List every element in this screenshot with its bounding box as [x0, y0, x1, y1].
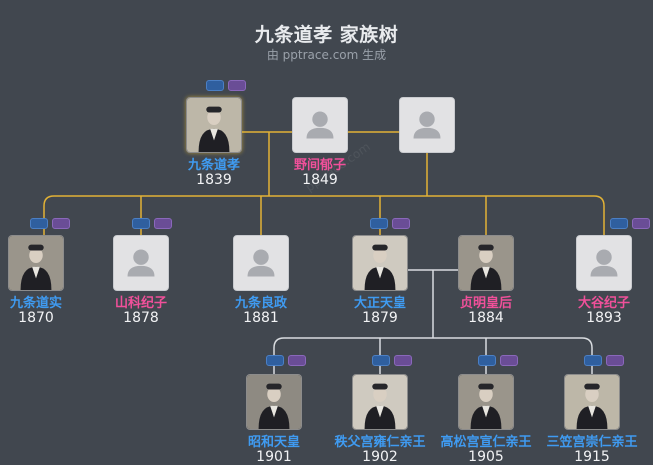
connector-gen2-bar	[273, 337, 593, 349]
portrait-photo	[247, 375, 301, 429]
avatar-placeholder-icon	[234, 236, 288, 290]
expand-parents-button-c4[interactable]	[370, 218, 388, 229]
expand-parents-button-c2[interactable]	[132, 218, 150, 229]
expand-spouses-button-g4[interactable]	[606, 355, 624, 366]
person-year-g2: 1902	[362, 449, 398, 465]
expand-spouses-button-c2[interactable]	[154, 218, 172, 229]
avatar-placeholder-icon	[293, 98, 347, 152]
person-name-c1[interactable]: 九条道实	[9, 296, 62, 311]
person-card-c5[interactable]	[458, 235, 514, 291]
expand-parents-button-g2[interactable]	[372, 355, 390, 366]
portrait-photo	[9, 236, 63, 290]
expand-parents-button-c6[interactable]	[610, 218, 628, 229]
portrait-photo	[565, 375, 619, 429]
person-year-p2: 1849	[302, 172, 338, 188]
person-name-c4[interactable]: 大正天皇	[353, 296, 406, 311]
person-name-g4[interactable]: 三笠宫崇仁亲王	[546, 435, 638, 450]
person-card-c3[interactable]	[233, 235, 289, 291]
person-card-c6[interactable]	[576, 235, 632, 291]
avatar-placeholder-icon	[400, 98, 454, 152]
avatar-placeholder-icon	[114, 236, 168, 290]
portrait-photo	[353, 375, 407, 429]
person-name-p1[interactable]: 九条道孝	[187, 158, 240, 173]
expand-spouses-button-g2[interactable]	[394, 355, 412, 366]
expand-spouses-button-g1[interactable]	[288, 355, 306, 366]
person-year-g4: 1915	[574, 449, 610, 465]
person-card-c4[interactable]	[352, 235, 408, 291]
page-subtitle: 由 pptrace.com 生成	[266, 48, 387, 62]
person-card-p2[interactable]	[292, 97, 348, 153]
person-card-g2[interactable]	[352, 374, 408, 430]
expand-parents-button-g3[interactable]	[478, 355, 496, 366]
person-name-g3[interactable]: 高松宫宣仁亲王	[440, 435, 532, 450]
person-card-c2[interactable]	[113, 235, 169, 291]
person-year-g3: 1905	[468, 449, 504, 465]
person-name-c2[interactable]: 山科纪子	[114, 296, 167, 311]
person-card-p3[interactable]	[399, 97, 455, 153]
person-name-g2[interactable]: 秩父宫雍仁亲王	[334, 435, 426, 450]
person-name-p2[interactable]: 野间郁子	[293, 158, 346, 173]
person-year-g1: 1901	[256, 449, 292, 465]
avatar-placeholder-icon	[577, 236, 631, 290]
person-year-c4: 1879	[362, 310, 398, 326]
expand-parents-button-g1[interactable]	[266, 355, 284, 366]
expand-spouses-button-c1[interactable]	[52, 218, 70, 229]
person-year-c2: 1878	[123, 310, 159, 326]
expand-spouses-button-c4[interactable]	[392, 218, 410, 229]
expand-spouses-button-g3[interactable]	[500, 355, 518, 366]
portrait-photo	[353, 236, 407, 290]
person-name-c6[interactable]: 大谷纪子	[577, 296, 630, 311]
portrait-photo	[459, 375, 513, 429]
person-year-c6: 1893	[586, 310, 622, 326]
page-title: 九条道孝 家族树	[254, 24, 399, 46]
person-year-c1: 1870	[18, 310, 54, 326]
expand-parents-button-g4[interactable]	[584, 355, 602, 366]
portrait-photo	[459, 236, 513, 290]
person-card-g1[interactable]	[246, 374, 302, 430]
expand-spouses-button-c6[interactable]	[632, 218, 650, 229]
person-year-c5: 1884	[468, 310, 504, 326]
person-name-c3[interactable]: 九条良政	[234, 296, 287, 311]
portrait-photo	[187, 98, 241, 152]
person-card-g3[interactable]	[458, 374, 514, 430]
person-card-p1[interactable]	[186, 97, 242, 153]
expand-parents-button-p1[interactable]	[206, 80, 224, 91]
connector-gen1-bar	[43, 195, 605, 207]
expand-spouses-button-p1[interactable]	[228, 80, 246, 91]
person-year-c3: 1881	[243, 310, 279, 326]
person-name-g1[interactable]: 昭和天皇	[247, 435, 300, 450]
expand-parents-button-c1[interactable]	[30, 218, 48, 229]
person-card-g4[interactable]	[564, 374, 620, 430]
person-year-p1: 1839	[196, 172, 232, 188]
person-name-c5[interactable]: 贞明皇后	[459, 296, 512, 311]
person-card-c1[interactable]	[8, 235, 64, 291]
